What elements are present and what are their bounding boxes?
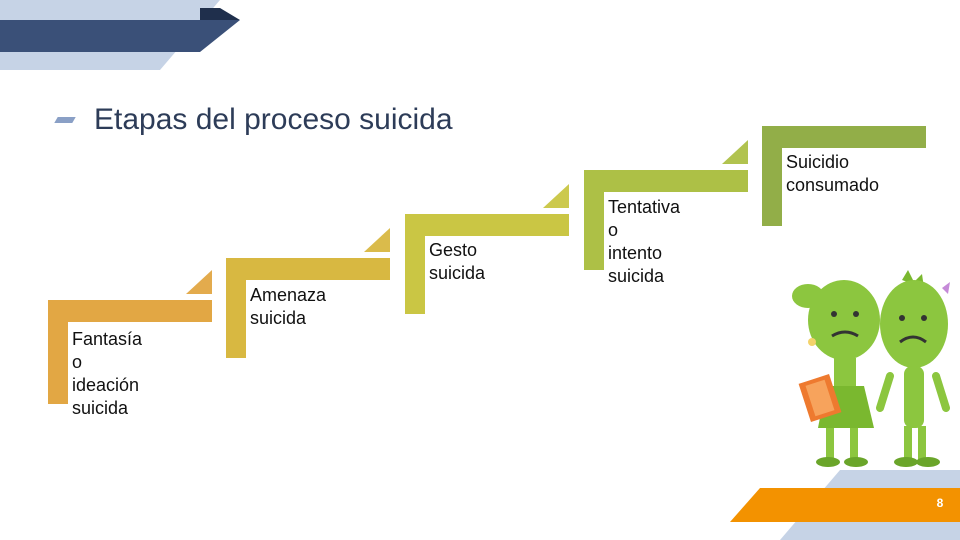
sad-girl-with-book-icon — [792, 280, 880, 467]
step-label: Amenaza suicida — [250, 285, 327, 328]
step-shape — [584, 140, 748, 270]
step-shape — [226, 228, 390, 358]
bullet-dash-icon — [54, 117, 76, 123]
step-label: Suicidio consumado — [786, 152, 880, 195]
sad-characters-illustration — [792, 270, 950, 467]
sad-boy-icon — [876, 270, 950, 467]
title-row: Etapas del proceso suicida — [54, 100, 453, 140]
step-shape — [48, 270, 212, 404]
step-label: Tentativa o intento suicida — [608, 197, 681, 286]
page-title: Etapas del proceso suicida — [94, 103, 453, 136]
step-shape — [405, 184, 569, 314]
step-label: Fantasía o ideación suicida — [72, 329, 143, 418]
page-number: 8 — [936, 496, 944, 510]
step-label: Gesto suicida — [429, 240, 486, 283]
bottom-orange-bar — [730, 488, 960, 522]
step-shape — [762, 126, 926, 226]
top-navy-accent — [200, 8, 240, 20]
top-navy-bar — [0, 20, 240, 52]
